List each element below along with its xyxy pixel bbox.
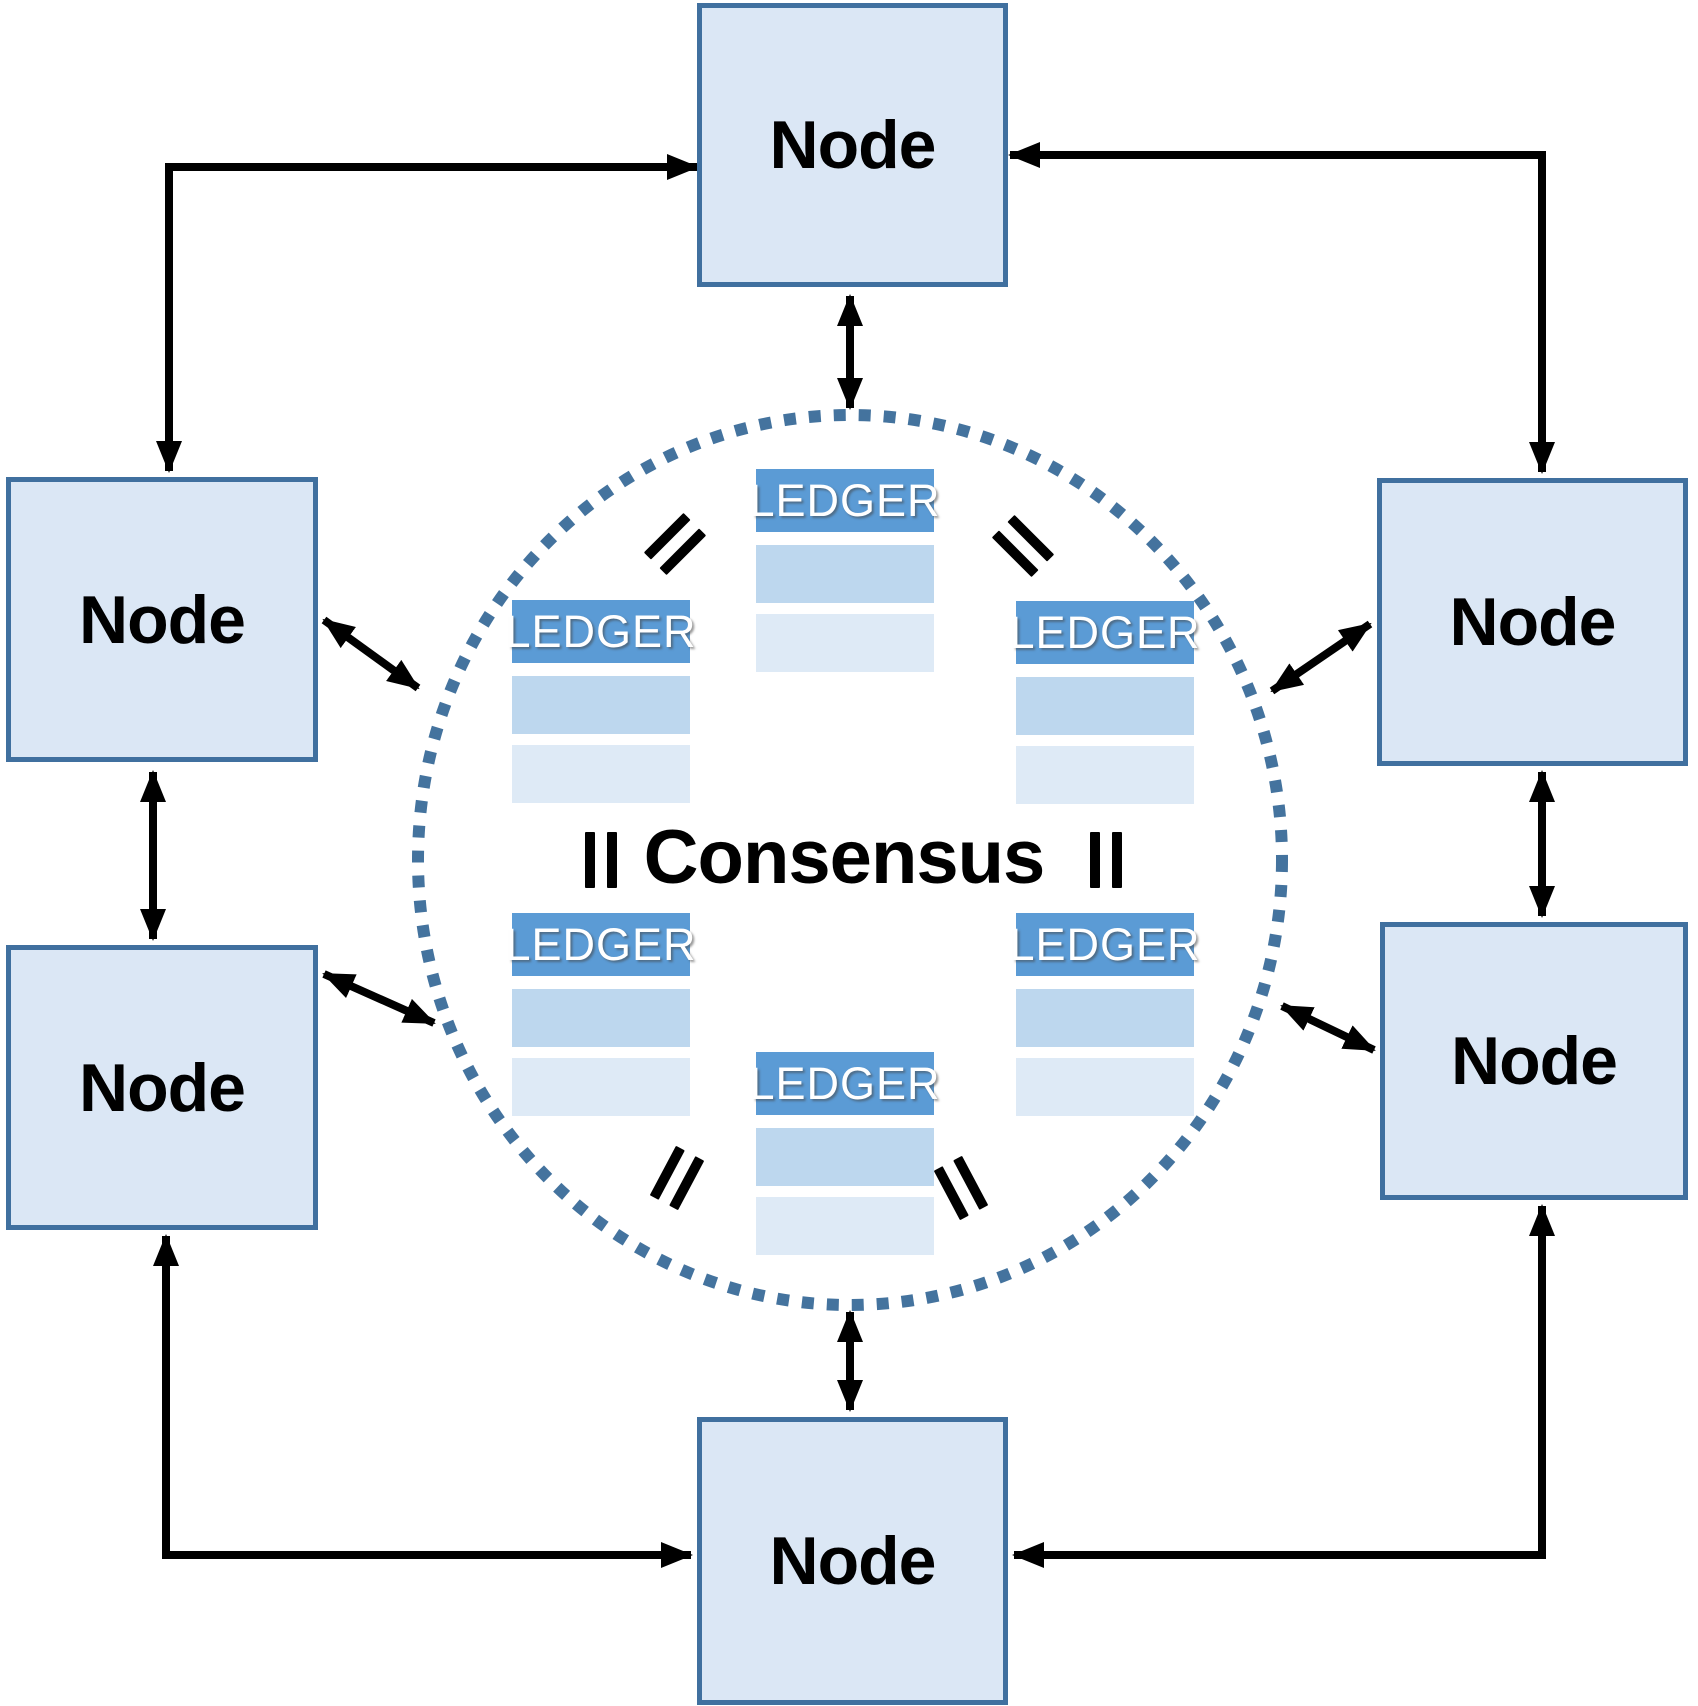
ledger-header: LEDGER [749, 469, 940, 532]
arrow-top-left-l [156, 154, 699, 473]
ledger-row [756, 1128, 934, 1186]
node-label: Node [79, 1049, 246, 1126]
ledger-row [756, 1197, 934, 1255]
node-label: Node [769, 1523, 937, 1599]
ledger-row [756, 614, 934, 672]
ledger-row [512, 1058, 690, 1116]
node-box-left-lower: Node [6, 945, 318, 1230]
ledger-row [1016, 989, 1194, 1047]
node-box-left-upper: Node [6, 477, 318, 762]
node-box-right-upper: Node [1377, 478, 1688, 766]
node-box-right-lower: Node [1380, 922, 1688, 1200]
ledger-row [756, 545, 934, 603]
node-box-top: Node [697, 3, 1008, 287]
ledger-table-mid-right: LEDGER [1009, 601, 1200, 815]
ledger-header: LEDGER [505, 600, 696, 663]
node-label: Node [79, 581, 246, 658]
arrow-bottom-left-l [153, 1234, 693, 1568]
ledger-table-bottom-right: LEDGER [1009, 913, 1200, 1127]
ledger-table-bottom-left: LEDGER [505, 913, 696, 1127]
arrow-right-lower-diagonal [1280, 1002, 1376, 1054]
arrow-right-upper-diagonal [1269, 620, 1373, 695]
ledger-table-mid-left: LEDGER [505, 600, 696, 814]
ledger-row [1016, 677, 1194, 735]
ledger-row [1016, 746, 1194, 804]
ledger-header: LEDGER [505, 913, 696, 976]
node-label: Node [769, 107, 937, 183]
ledger-table-top-center: LEDGER [749, 469, 940, 683]
arrow-top-right-l [1008, 142, 1555, 474]
ledger-row [512, 989, 690, 1047]
equals-icon [1090, 832, 1122, 888]
ledger-row [512, 676, 690, 734]
node-box-bottom: Node [697, 1417, 1008, 1705]
ledger-row [1016, 1058, 1194, 1116]
arrow-left-upper-diagonal [321, 616, 421, 692]
ledger-table-bottom-center: LEDGER [749, 1052, 940, 1266]
ledger-header: LEDGER [749, 1052, 940, 1115]
consensus-label: Consensus [643, 815, 1046, 900]
node-label: Node [1451, 1023, 1618, 1099]
ledger-row [512, 745, 690, 803]
ledger-header: LEDGER [1009, 913, 1200, 976]
consensus-circle-dotted [412, 409, 1288, 1311]
node-label: Node [1449, 584, 1617, 660]
arrow-bottom-right-l [1012, 1204, 1555, 1568]
arrow-left-lower-diagonal [322, 970, 436, 1027]
ledger-header: LEDGER [1009, 601, 1200, 664]
